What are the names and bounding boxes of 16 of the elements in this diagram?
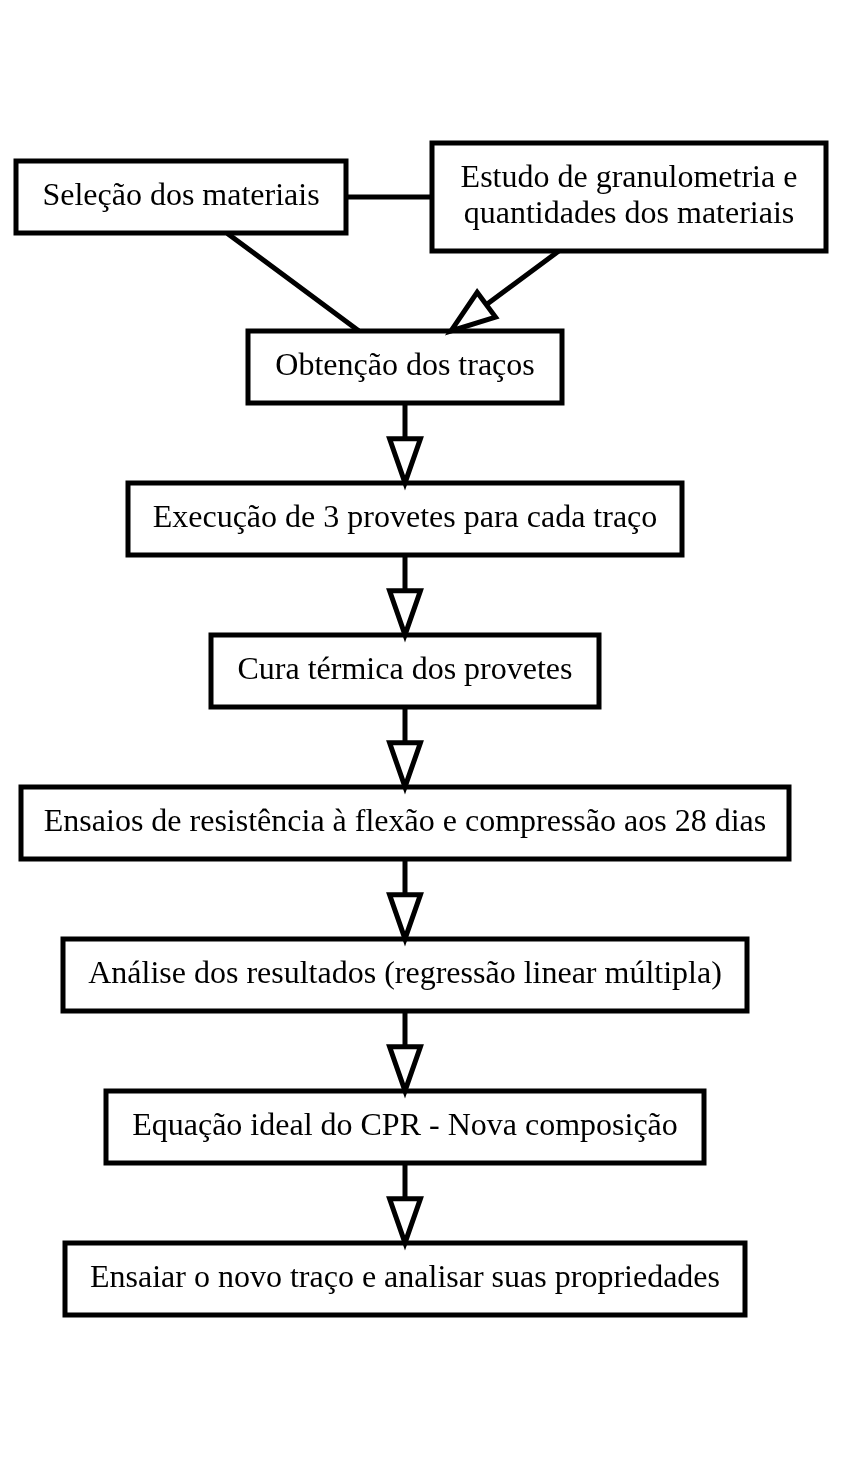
node-box: Seleção dos materiais [13,158,349,236]
node-box: Equação ideal do CPR - Nova composição [103,1088,707,1166]
node-box: Estudo de granulometria e quantidades dos materiais [429,140,829,254]
arrow [386,555,424,643]
arrow [386,1011,424,1099]
node-box: Análise dos resultados (regressão linear múltipla) [60,936,750,1014]
arrow [386,859,424,947]
node-box: Ensaios de resistência à flexão e compressão aos 28 dias [18,784,792,862]
node-box: Ensaiar o novo traço e analisar suas propriedades [62,1240,748,1318]
arrow [386,707,424,795]
connector [346,194,432,200]
arrow [386,1163,424,1251]
arrow [386,403,424,491]
node-box: Execução de 3 provetes para cada traço [125,480,685,558]
node-box: Cura térmica dos provetes [208,632,602,710]
node-box: Obtenção dos traços [245,328,565,406]
